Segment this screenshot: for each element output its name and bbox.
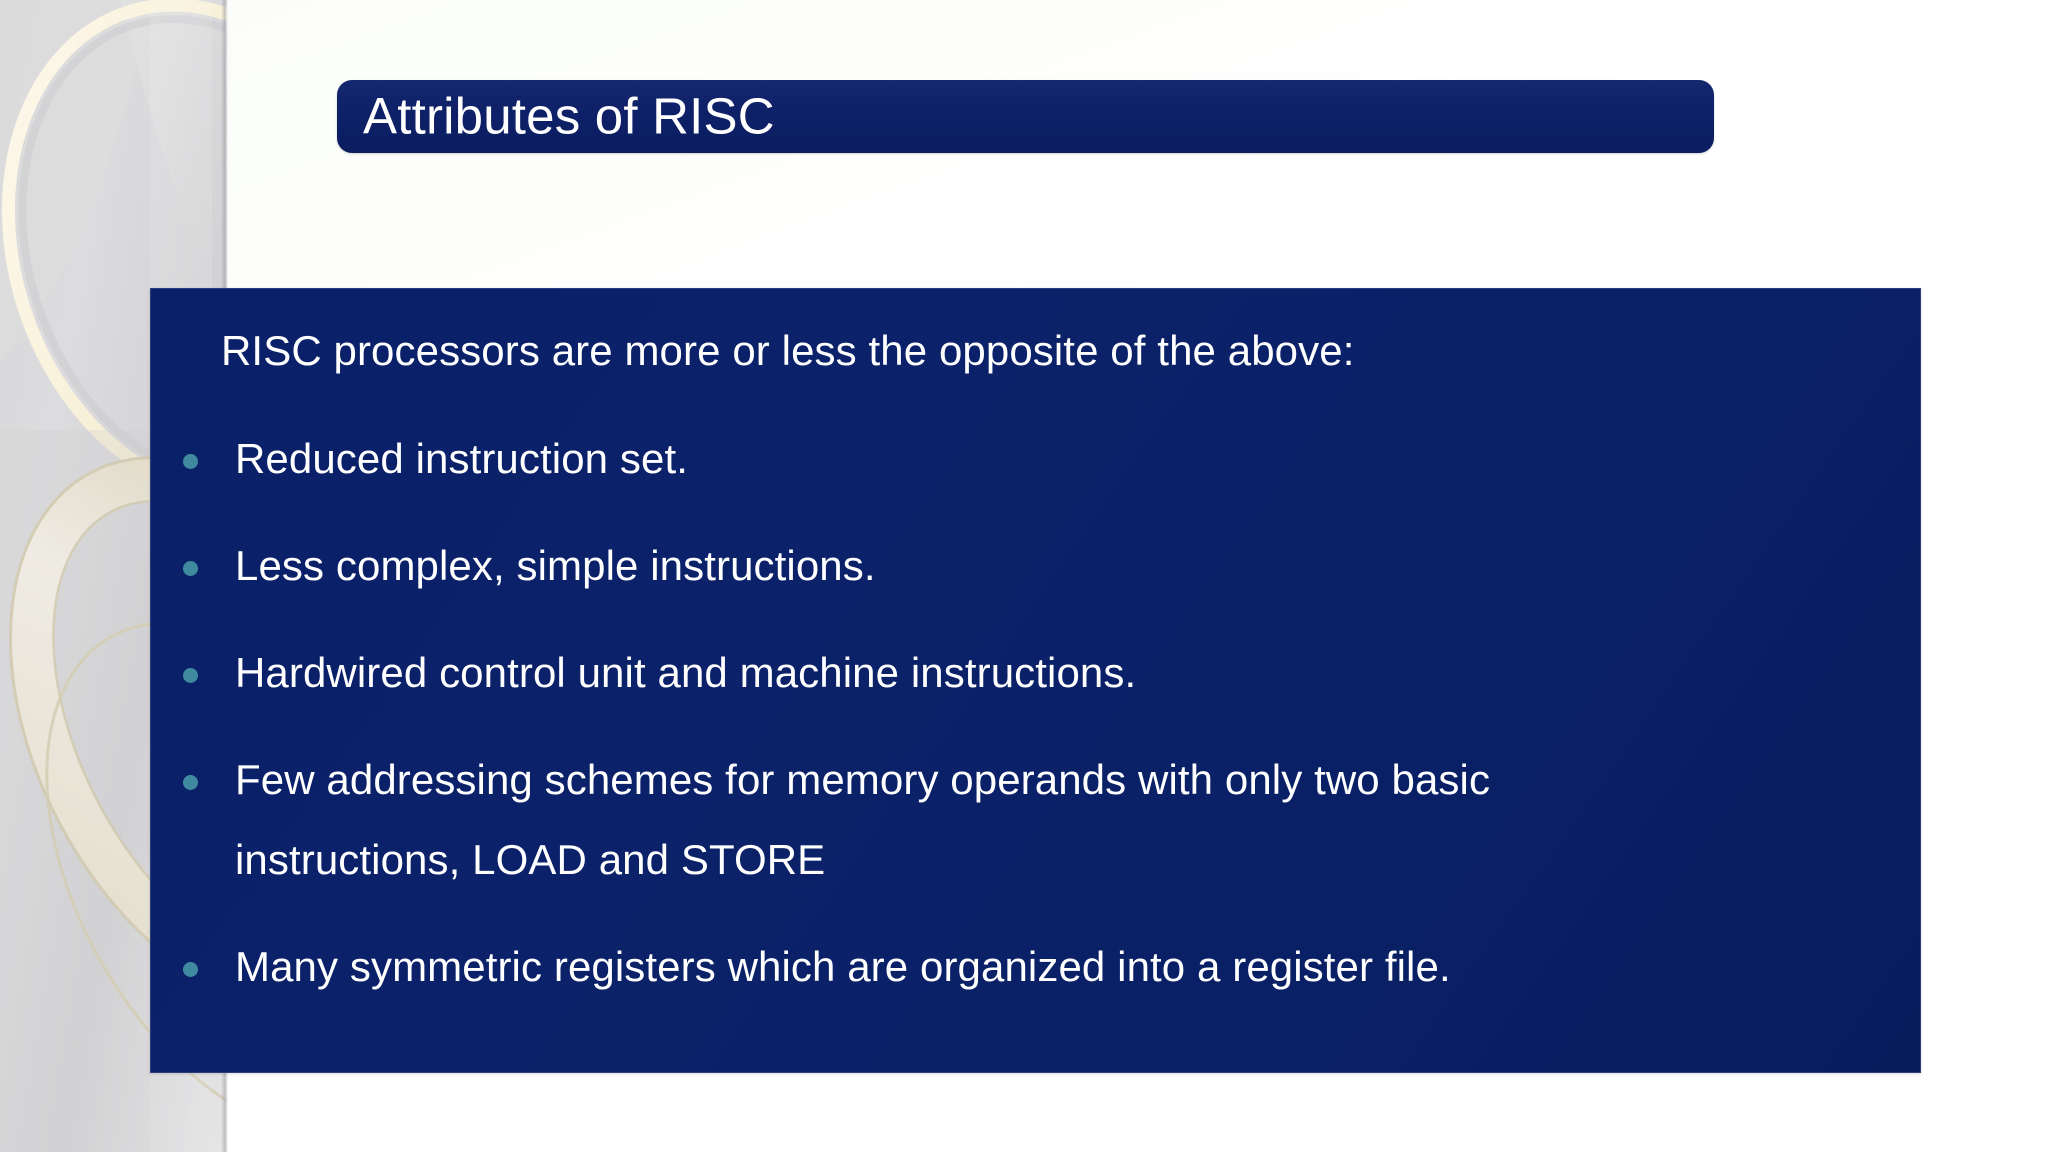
bullet-dot-icon	[183, 561, 198, 576]
bullet-text: Many symmetric registers which are organ…	[235, 943, 1451, 990]
bullet-dot-icon	[183, 668, 198, 683]
bullet-dot-icon	[183, 775, 198, 790]
list-item: Many symmetric registers which are organ…	[175, 927, 1890, 1007]
bullet-text: Less complex, simple instructions.	[235, 542, 876, 589]
bullet-dot-icon	[183, 962, 198, 977]
page-title: Attributes of RISC	[363, 86, 775, 144]
intro-paragraph: RISC processors are more or less the opp…	[221, 327, 1355, 374]
bullet-text: Few addressing schemes for memory operan…	[235, 756, 1491, 883]
slide-content-panel: RISC processors are more or less the opp…	[150, 288, 1921, 1073]
attributes-bullet-list: Reduced instruction set. Less complex, s…	[175, 419, 1890, 1007]
bullet-text: Hardwired control unit and machine instr…	[235, 649, 1137, 696]
list-item: Less complex, simple instructions.	[175, 526, 1890, 606]
list-item: Hardwired control unit and machine instr…	[175, 633, 1890, 713]
list-item: Reduced instruction set.	[175, 419, 1890, 499]
list-item: Few addressing schemes for memory operan…	[175, 740, 1890, 900]
slide-title-bar: Attributes of RISC	[337, 80, 1714, 153]
bullet-text: Reduced instruction set.	[235, 435, 688, 482]
bullet-dot-icon	[183, 454, 198, 469]
